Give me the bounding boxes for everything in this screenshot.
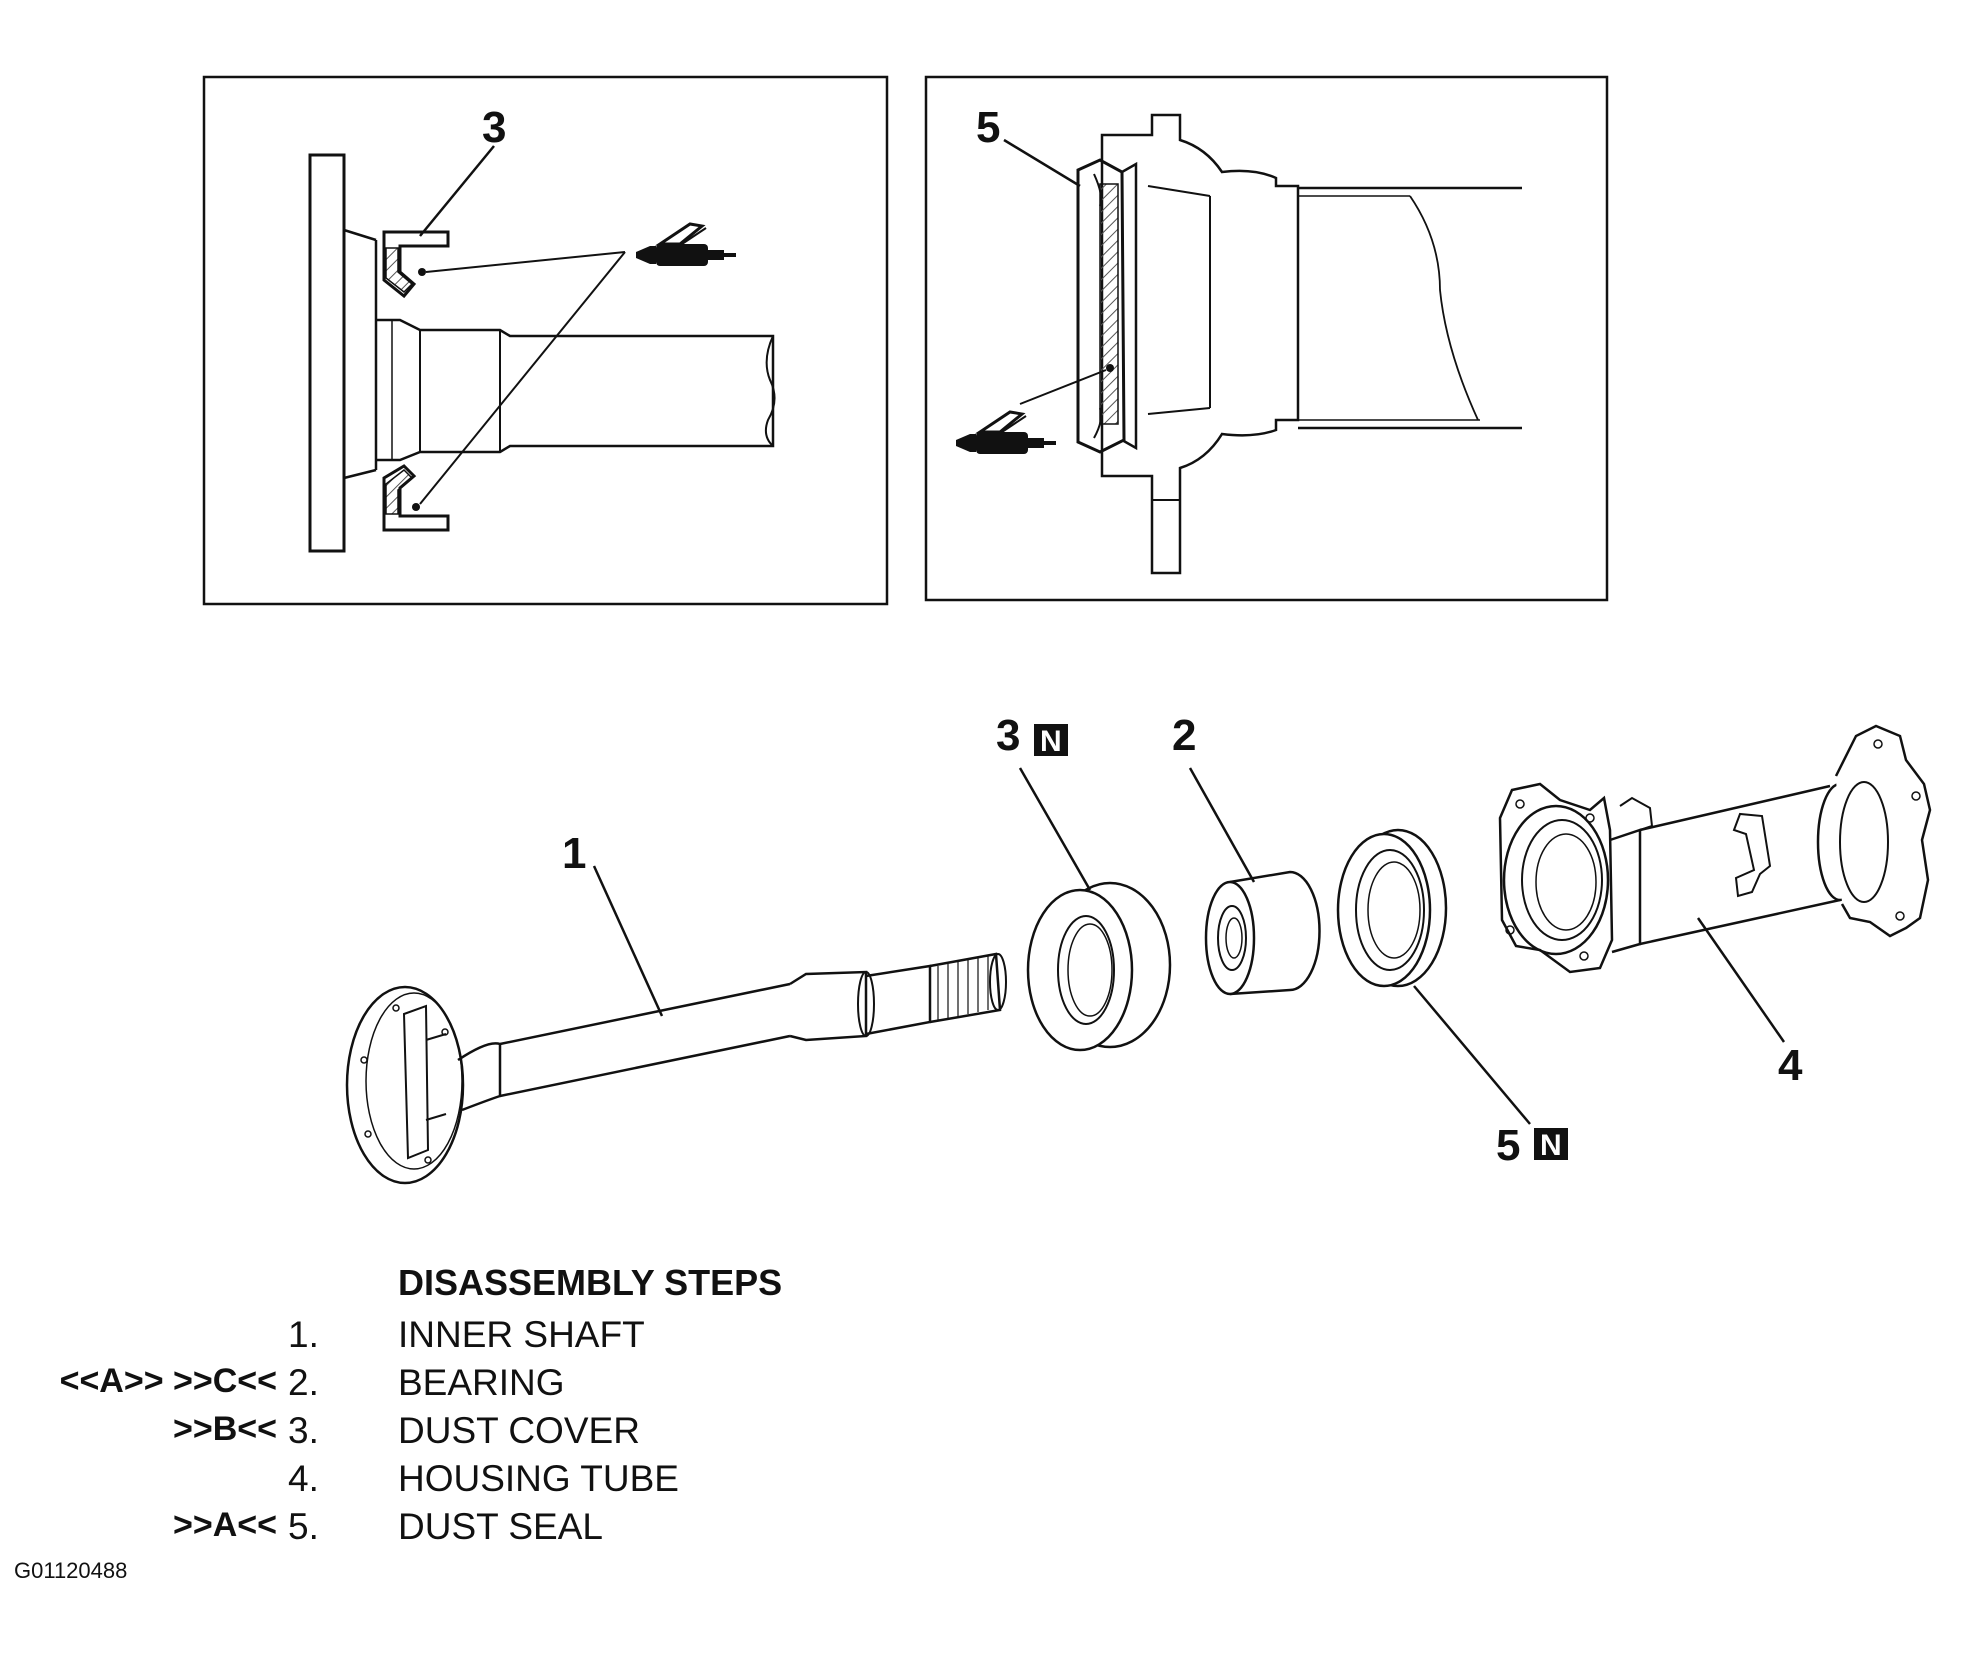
step-name: INNER SHAFT [398,1314,645,1355]
step-row: 1. INNER SHAFT [0,1314,900,1358]
callout-label: 1 [562,829,586,878]
steps-title: DISASSEMBLY STEPS [398,1262,783,1303]
figure-id: G01120488 [14,1558,128,1583]
step-codes: <<A>> >>C<< [59,1362,277,1400]
callout-label: 5 [976,103,1000,152]
step-codes: >>B<< [173,1410,277,1448]
step-number: 4. [288,1458,319,1499]
svg-text:N: N [1540,1129,1562,1162]
step-name: DUST SEAL [398,1506,603,1547]
grease-gun-icon [634,222,738,268]
dust-cover-part [1026,881,1172,1052]
step-number: 1. [288,1314,319,1355]
step-name: BEARING [398,1362,565,1403]
step-number: 2. [288,1362,319,1403]
detail-panel-dust-cover: 3 [202,75,889,606]
step-row: >>A<< 5. DUST SEAL [0,1506,900,1550]
inner-shaft-part [345,952,1007,1185]
step-codes: >>A<< [173,1506,277,1544]
exploded-view: 1 3 N 2 5 [345,711,1932,1185]
step-name: HOUSING TUBE [398,1458,679,1499]
dust-seal-part [1336,828,1448,988]
step-number: 5. [288,1506,319,1547]
new-part-badge: N [1034,724,1068,758]
step-number: 3. [288,1410,319,1451]
callout-label: 2 [1172,711,1196,760]
callout-label: 3 [996,711,1020,760]
grease-gun-icon [954,410,1058,456]
step-name: DUST COVER [398,1410,640,1451]
detail-panel-dust-seal: 5 [924,75,1609,602]
callout-label: 4 [1778,1041,1803,1090]
step-row: <<A>> >>C<< 2. BEARING [0,1362,900,1406]
callout-label: 5 [1496,1121,1520,1170]
new-part-badge: N [1534,1128,1568,1162]
step-row: 4. HOUSING TUBE [0,1458,900,1502]
svg-text:N: N [1040,725,1062,758]
step-row: >>B<< 3. DUST COVER [0,1410,900,1454]
callout-label: 3 [482,103,506,152]
bearing-part [1204,870,1321,996]
housing-tube-part [1498,724,1932,974]
